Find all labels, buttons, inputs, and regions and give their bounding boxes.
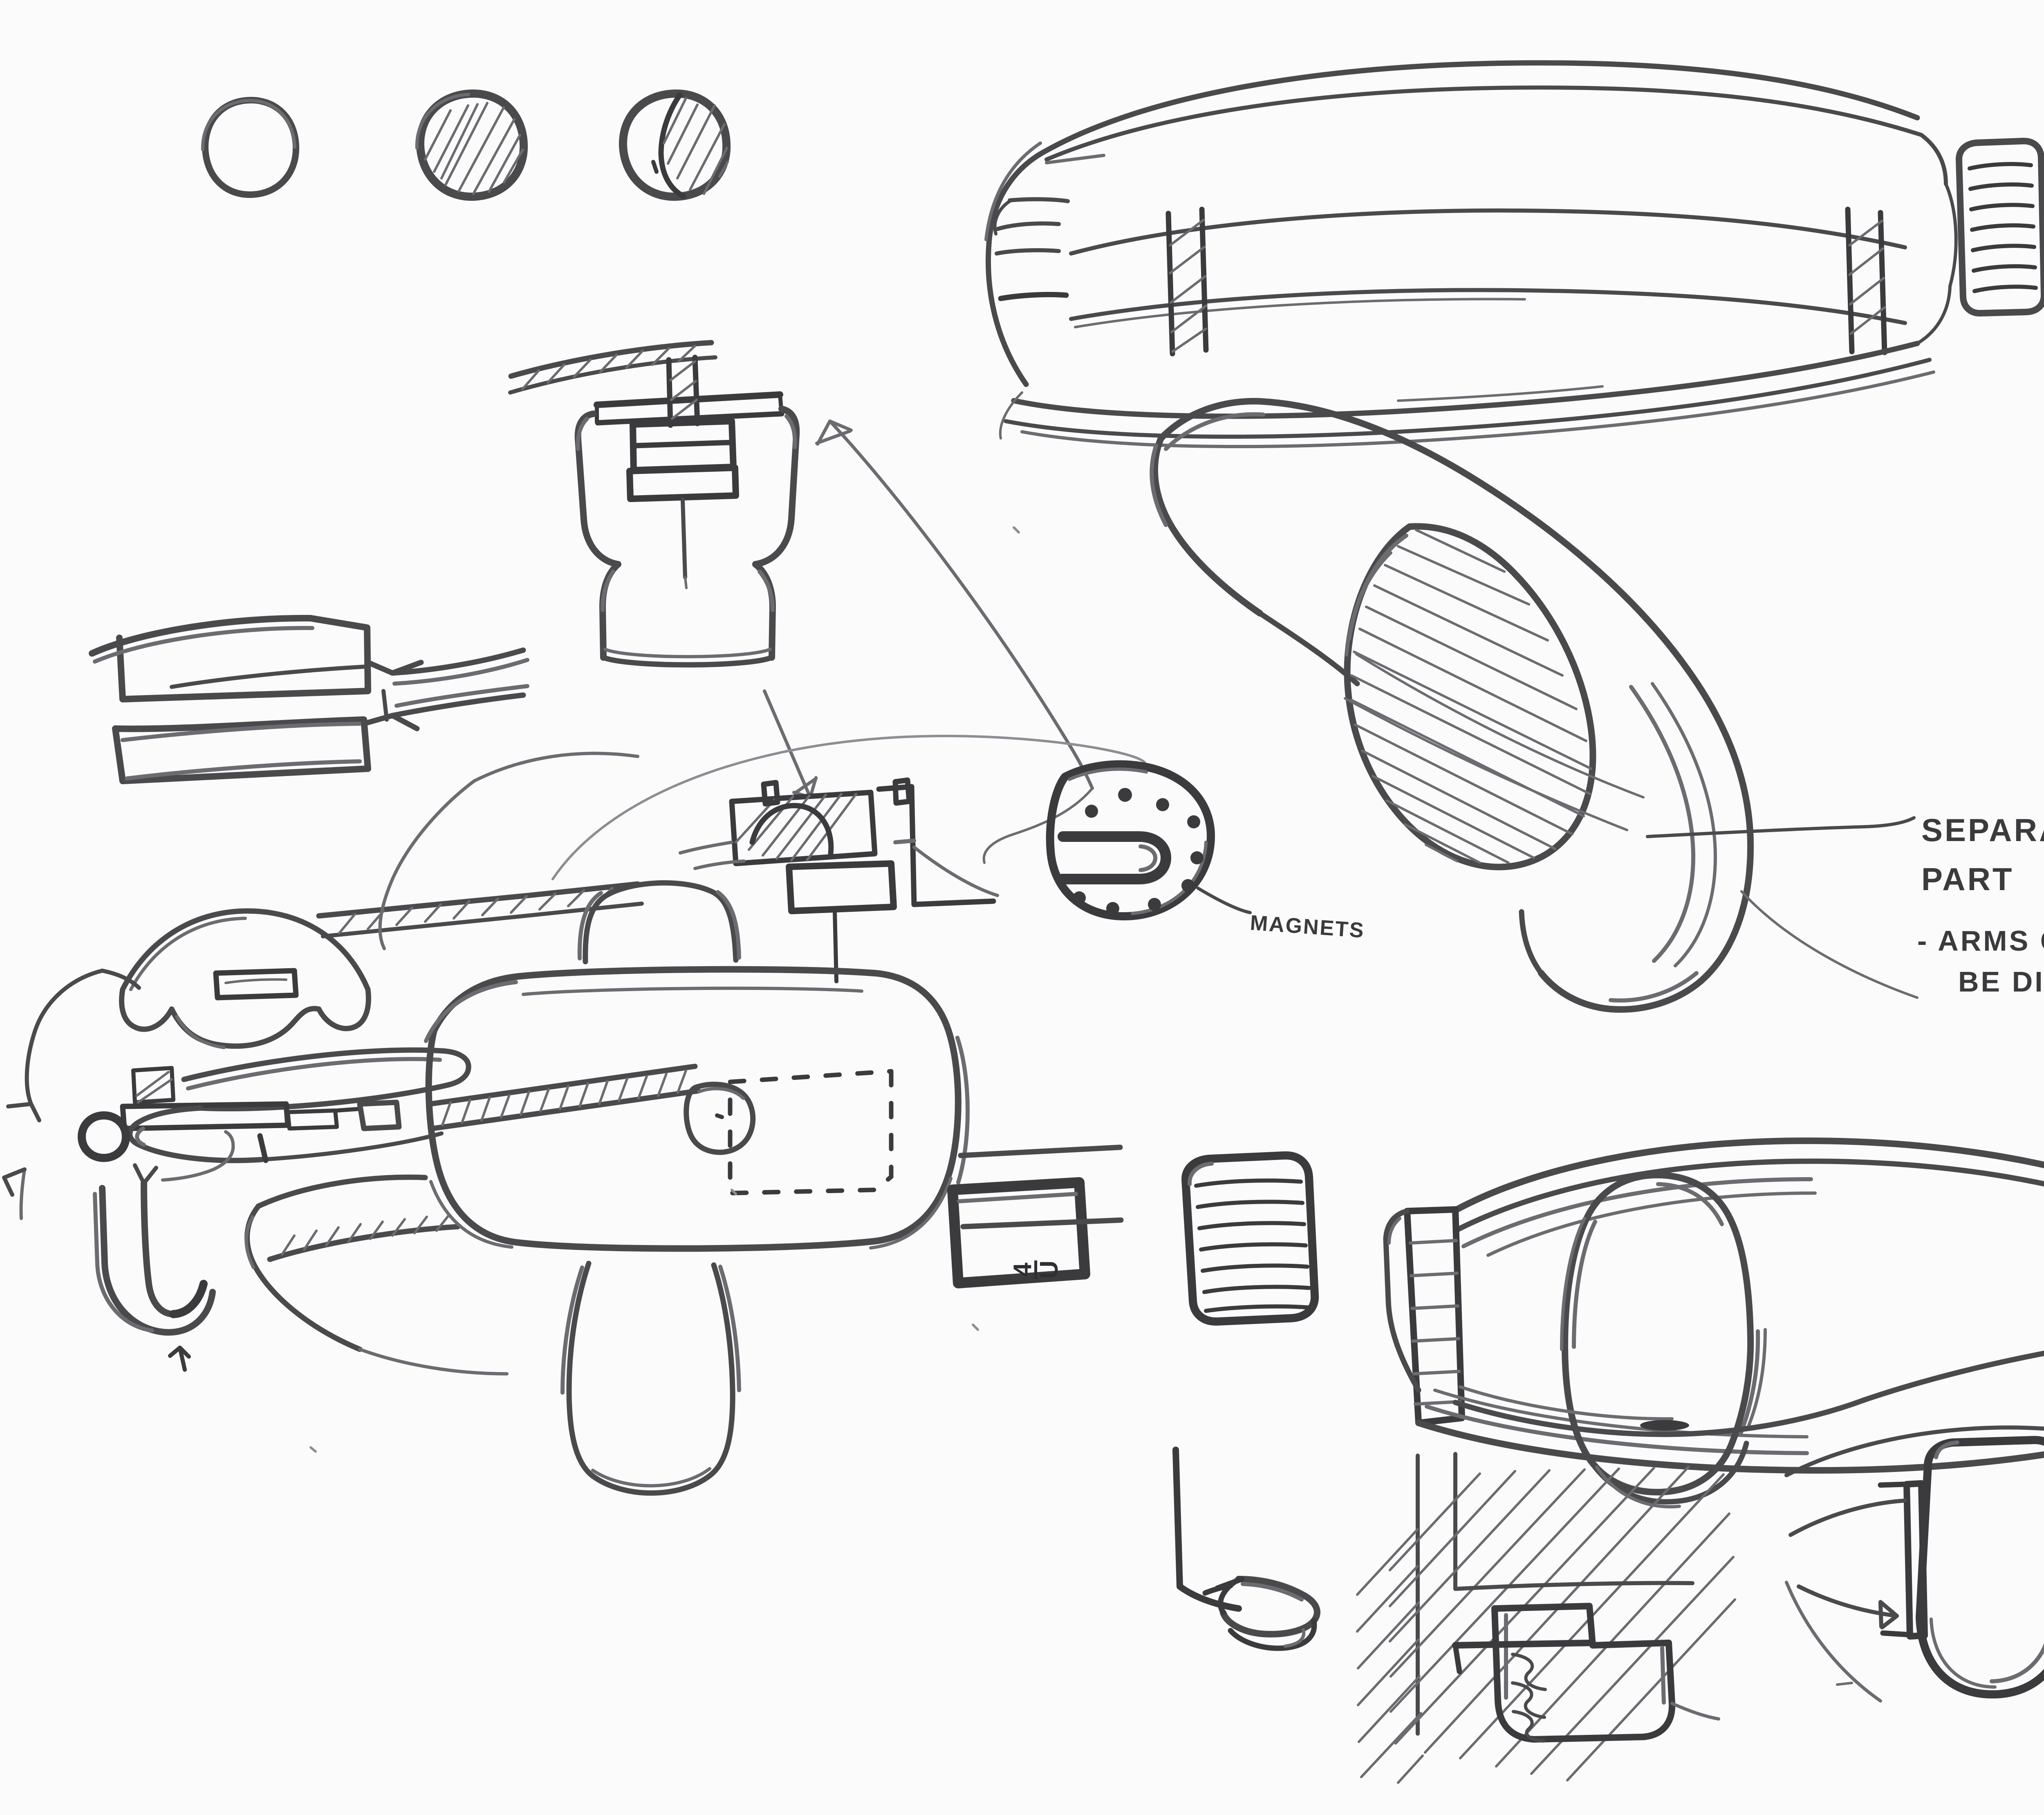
curve-guide-right	[982, 787, 1094, 864]
label-part: PART	[1921, 861, 2014, 897]
curve-guide-left	[551, 735, 1147, 880]
wing-body	[1150, 398, 1918, 1013]
device-dial	[1181, 1151, 1319, 1326]
u-clip	[1784, 1425, 2044, 1703]
display-denominator: U	[1034, 1260, 1063, 1279]
label-be-disattached: BE DISATTACHED	[1958, 966, 2044, 998]
strap-left-end	[1383, 1206, 1465, 1426]
small-hook	[1172, 1447, 1320, 1651]
band-buckle	[1956, 138, 2044, 316]
hinge-detail	[316, 752, 999, 983]
device-slot	[427, 1063, 701, 1131]
circle-empty	[201, 96, 300, 198]
strap-lower	[1383, 1137, 2044, 1508]
display-numerator: 4	[1009, 1263, 1037, 1277]
device-dashed-region	[728, 1069, 894, 1196]
device-display	[947, 1177, 1090, 1288]
top-band	[984, 60, 2044, 449]
circle-part-hatch	[619, 89, 731, 201]
hatched-pad	[1344, 523, 1645, 870]
arm-exploded	[2, 908, 509, 1375]
stray-marks	[309, 526, 1020, 1453]
band-left-loop	[993, 197, 1070, 301]
snap-latch	[1356, 1452, 1736, 1784]
device-button	[684, 1081, 756, 1155]
band-left-bar	[1165, 206, 1209, 357]
main-device	[424, 880, 1319, 1496]
clip-mechanism	[508, 340, 800, 668]
label-arms-can: - ARMS CAN	[1917, 925, 2044, 957]
circle-full-hatch	[415, 89, 528, 201]
label-separate: SEPARATE	[1921, 812, 2044, 848]
device-display-value: 4 U	[1009, 1260, 1063, 1279]
band-right-bar	[1845, 206, 1887, 355]
magnet-disc	[1046, 760, 1252, 920]
arrow-to-wing	[815, 420, 1094, 790]
bar-pair	[89, 615, 529, 784]
